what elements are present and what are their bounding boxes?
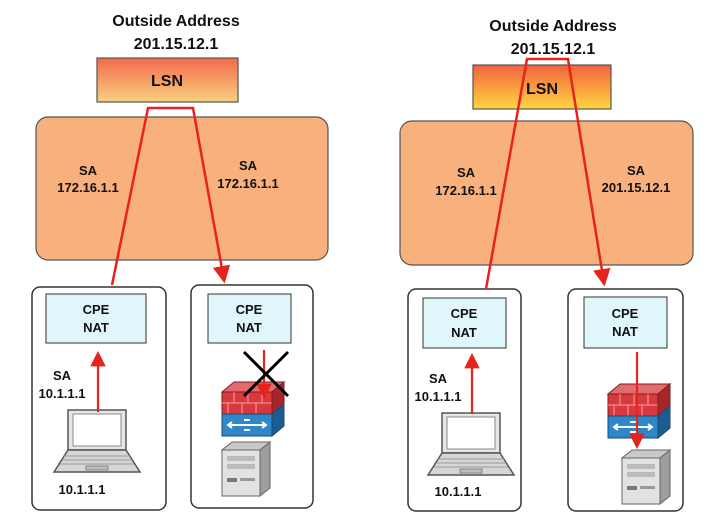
sa-right-ip: 172.16.1.1 [217, 176, 278, 191]
sa-right-ip: 201.15.12.1 [602, 180, 671, 195]
right-diagram: Outside Address 201.15.12.1 LSN SA 172.1… [399, 18, 694, 512]
nat-label-2: NAT [612, 324, 638, 339]
sa-right-label: SA [239, 158, 258, 173]
nat-label-1: NAT [83, 320, 109, 335]
sa-left-ip: 172.16.1.1 [57, 180, 118, 195]
lsn-label: LSN [526, 81, 558, 98]
outside-address-title: Outside Address [112, 13, 240, 30]
cpe-label-2: CPE [612, 306, 639, 321]
cpe-nat-box-1 [45, 293, 147, 344]
cpe-label-2: CPE [236, 302, 263, 317]
host-sa-label: SA [429, 371, 448, 386]
outside-address-ip: 201.15.12.1 [134, 36, 219, 53]
cpe-nat-box-2 [207, 293, 292, 344]
left-diagram: Outside Address 201.15.12.1 LSN SA 172.1… [31, 13, 329, 511]
firewall-icon [221, 381, 285, 437]
lsn-box [96, 57, 239, 103]
firewall-icon [607, 383, 671, 439]
outside-address-ip: 201.15.12.1 [511, 41, 596, 58]
pool-address-region [399, 120, 694, 266]
sa-left-label: SA [79, 163, 98, 178]
host-ip-label: 10.1.1.1 [435, 484, 482, 499]
cpe-nat-box-1 [422, 297, 507, 349]
flow-path-hairpin [110, 106, 231, 286]
server-icon [221, 441, 271, 497]
sa-left-ip: 172.16.1.1 [435, 183, 496, 198]
flow-path-hairpin [484, 57, 611, 290]
blocked-x-icon [242, 350, 290, 398]
sa-left-label: SA [457, 165, 476, 180]
cpe-label-1: CPE [83, 302, 110, 317]
host-sa-label: SA [53, 368, 72, 383]
pool-address-region [35, 116, 329, 261]
host-sa-ip: 10.1.1.1 [39, 386, 86, 401]
sa-right-label: SA [627, 163, 646, 178]
outside-address-title: Outside Address [489, 18, 617, 35]
host-sa-ip: 10.1.1.1 [415, 389, 462, 404]
nat-label-1: NAT [451, 325, 477, 340]
cpe-nat-box-2 [583, 296, 668, 349]
lsn-box [472, 64, 612, 110]
lsn-label: LSN [151, 73, 183, 90]
nat-label-2: NAT [236, 320, 262, 335]
server-icon [621, 449, 671, 505]
host-ip-label: 10.1.1.1 [59, 482, 106, 497]
cpe-label-1: CPE [451, 306, 478, 321]
